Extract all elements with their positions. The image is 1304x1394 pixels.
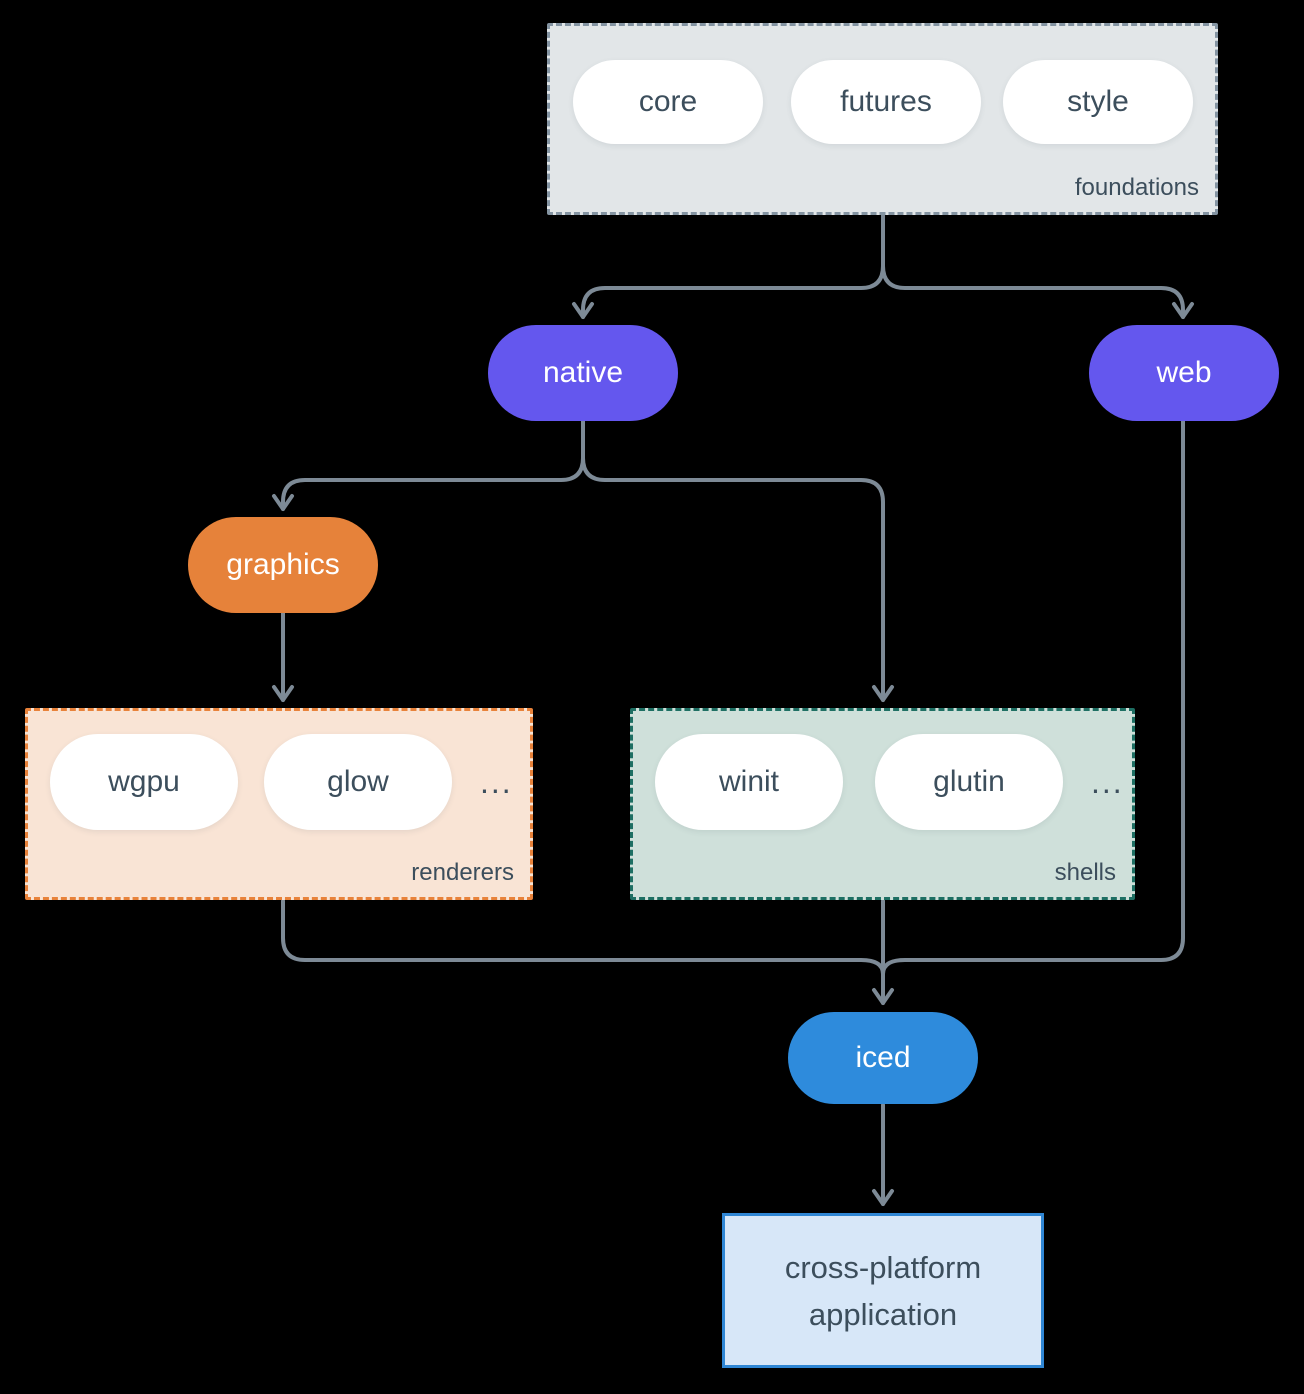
renderers-group-label: renderers [411,859,514,886]
node-native-label: native [542,356,624,389]
shells-ellipsis: ... [1091,763,1124,800]
connector-native-graphics [272,419,585,511]
node-native: native [488,325,678,421]
node-style: style [1003,60,1193,144]
shells-group-box: winit glutin ... shells [630,708,1135,900]
node-winit-label: winit [718,765,779,798]
foundations-group-box: core futures style foundations [547,23,1218,215]
node-futures-label: futures [840,85,932,118]
application-label-line2: application [808,1296,958,1332]
node-web: web [1089,325,1279,421]
node-wgpu: wgpu [50,734,238,830]
node-core: core [573,60,763,144]
foundations-group-label: foundations [1074,174,1199,201]
node-iced-label: iced [855,1041,911,1074]
node-glow-label: glow [327,765,389,798]
connector-foundations-web [881,214,1194,319]
shells-group-label: shells [1054,859,1116,886]
connector-renderers-merge [281,899,885,976]
renderers-group-box: wgpu glow ... renderers [25,708,533,900]
node-winit: winit [655,734,843,830]
application-label-line1: cross-platform [784,1249,982,1285]
connector-foundations-native [572,214,885,319]
renderers-ellipsis: ... [480,763,513,800]
node-style-label: style [1067,85,1129,118]
node-core-label: core [638,85,698,118]
cross-platform-application-box: cross-platform application [722,1213,1044,1368]
node-iced: iced [788,1012,978,1104]
node-glow: glow [264,734,452,830]
node-graphics-label: graphics [226,548,340,581]
node-glutin-label: glutin [933,765,1005,798]
node-glutin: glutin [875,734,1063,830]
node-web-label: web [1156,356,1212,389]
node-wgpu-label: wgpu [108,765,180,798]
connector-native-shells [581,419,894,702]
node-futures: futures [791,60,981,144]
node-graphics: graphics [188,517,378,613]
